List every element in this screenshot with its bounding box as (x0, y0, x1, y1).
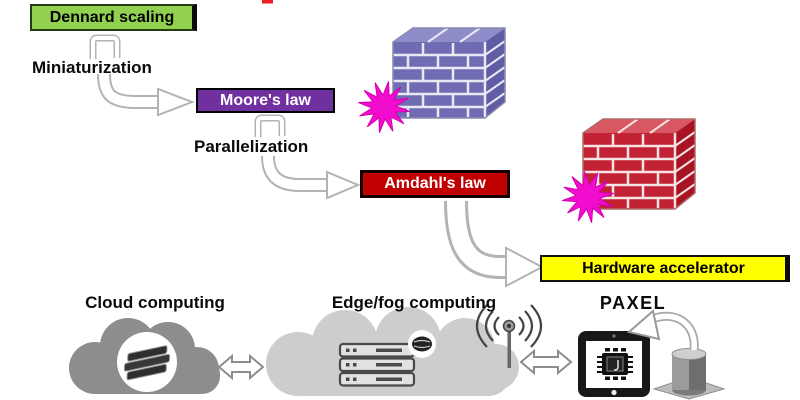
parallelization-label: Parallelization (194, 137, 309, 156)
cloud-computing-label: Cloud computing (85, 293, 225, 312)
arrowhead-icon (326, 170, 361, 200)
cloud-edge-double-arrow-icon (217, 353, 265, 381)
edge-fog-computing-label: Edge/fog computing (331, 293, 497, 312)
chip-icon (597, 348, 633, 380)
impact-star-red-icon (562, 171, 614, 223)
storage-to-paxel-arrow (626, 309, 699, 351)
amdahls-law-box: Amdahl's law (360, 170, 510, 198)
dennard-scaling-box: Dennard scaling (30, 4, 197, 31)
hardware-accelerator-box: Hardware accelerator (540, 255, 790, 282)
miniaturization-label: Miniaturization (32, 58, 152, 77)
paxel-label: PAXEL (599, 293, 667, 313)
brick-wall-blue-icon (392, 27, 506, 119)
server-stack-icon (123, 345, 171, 381)
arrowhead-icon (157, 87, 195, 117)
tablet-icon (578, 331, 650, 397)
impact-star-blue-icon (358, 81, 410, 133)
server-rack-icon (338, 342, 416, 387)
stray-red-mark (262, 0, 273, 4)
processor-icon (412, 336, 432, 352)
arrowhead-icon (626, 309, 661, 341)
brick-wall-red-icon (582, 118, 696, 210)
storage-cylinder-icon (652, 348, 726, 400)
arrow-dennard-to-moore (89, 34, 195, 117)
edge-fog-cloud-icon (266, 304, 543, 396)
arrow-amdahl-to-hardware (444, 200, 545, 288)
moores-law-box: Moore's law (196, 88, 335, 113)
cloud-computing-icon (69, 318, 220, 394)
arrowhead-icon (505, 246, 545, 288)
edge-paxel-double-arrow-icon (519, 348, 573, 376)
arrow-moore-to-amdahl (254, 114, 361, 200)
wifi-antenna-icon (475, 304, 543, 368)
